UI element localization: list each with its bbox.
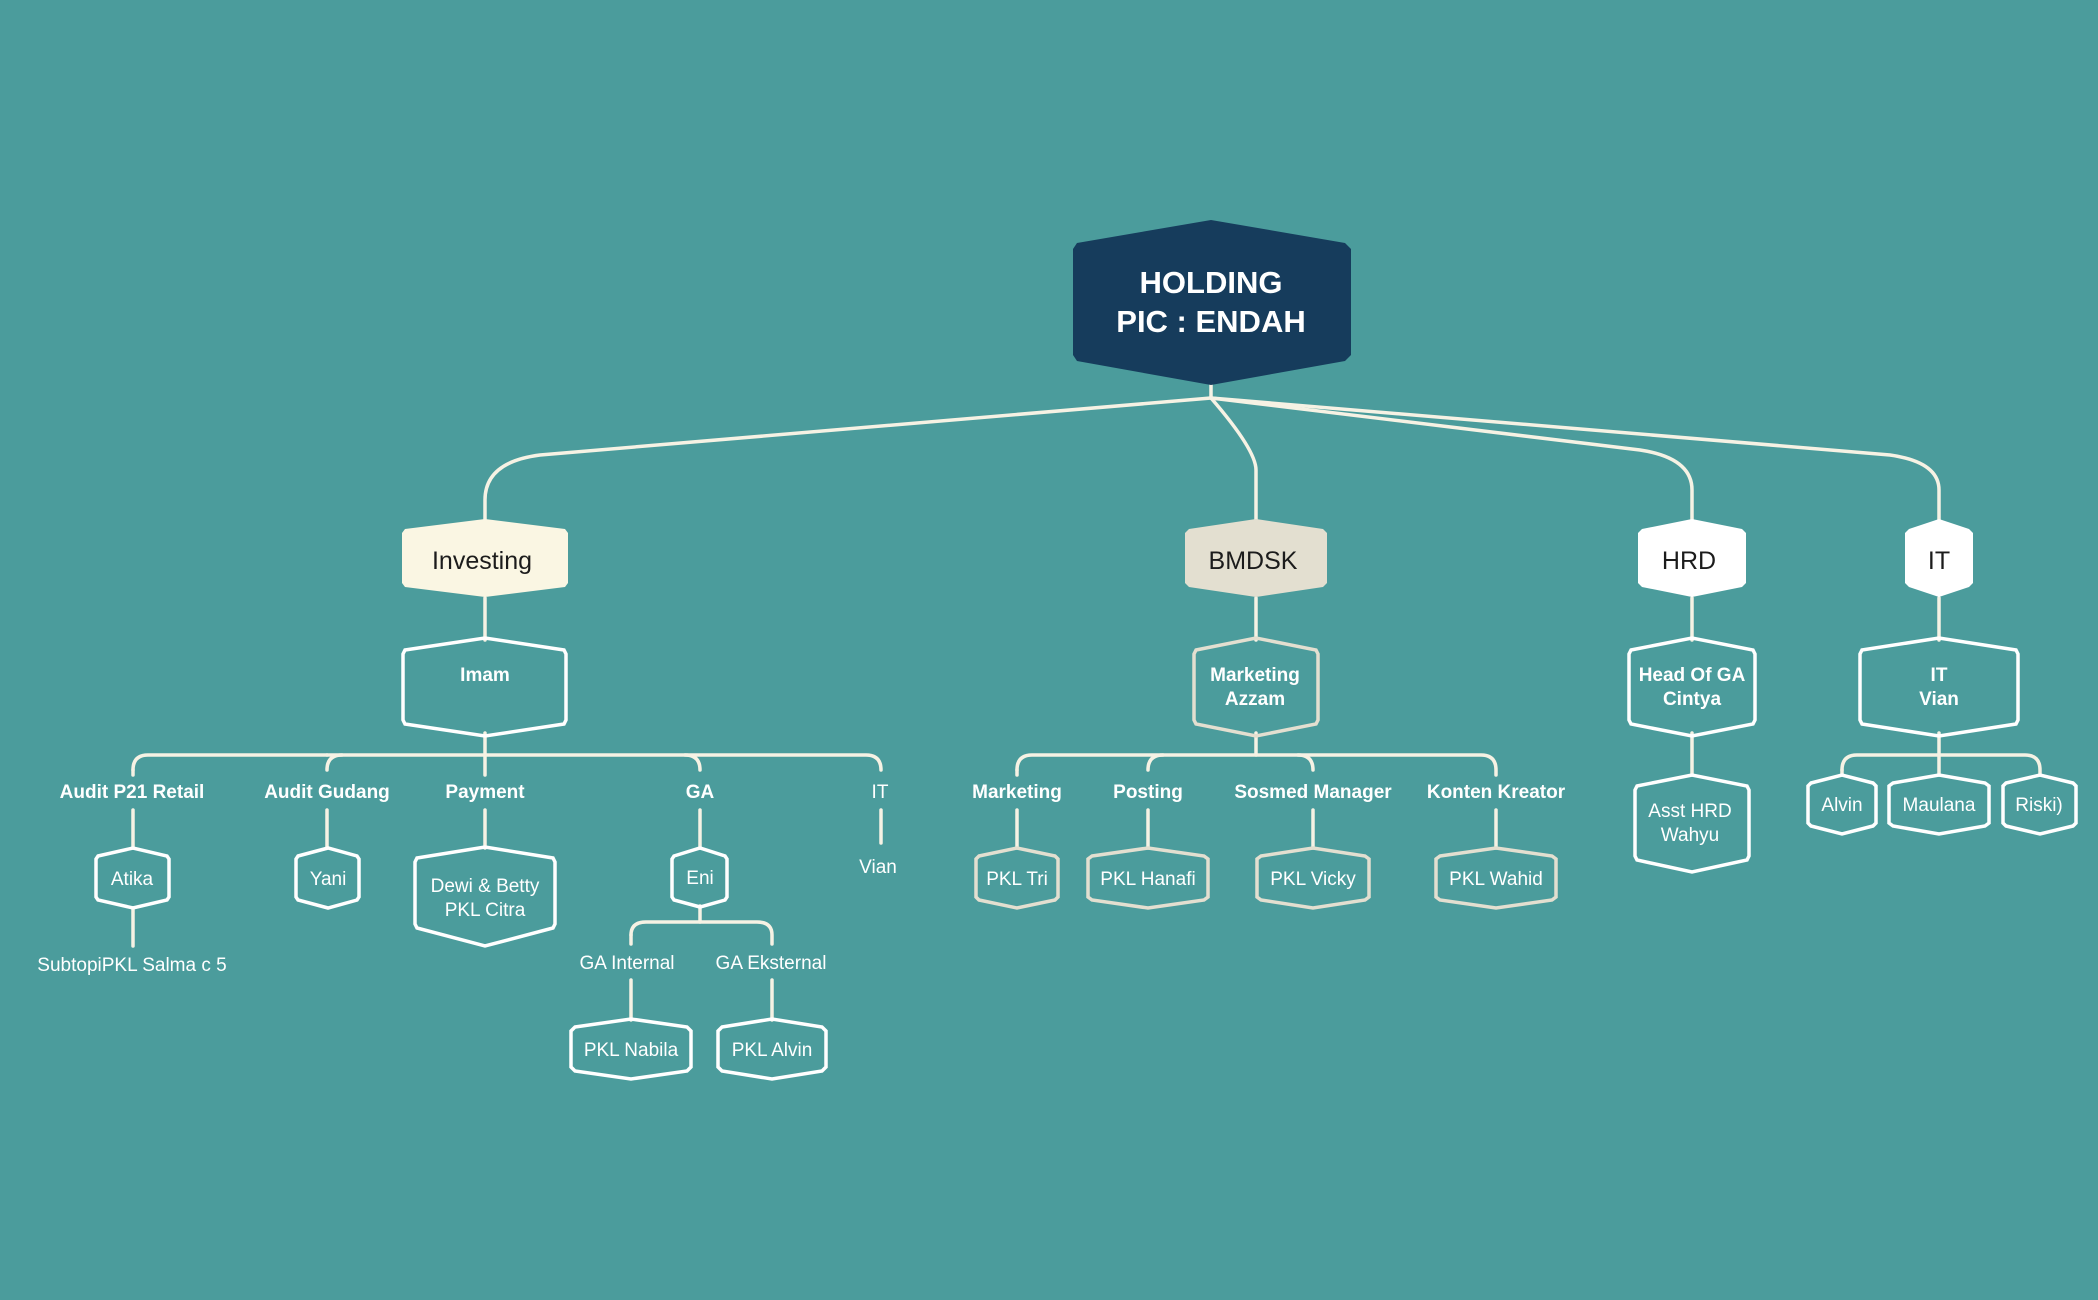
- node-alvin[interactable]: Alvin: [1806, 773, 1878, 836]
- pkl-nabila-label: PKL Nabila: [584, 1040, 679, 1061]
- node-pkl-hanafi[interactable]: PKL Hanafi: [1086, 846, 1210, 910]
- node-pkl-tri[interactable]: PKL Tri: [974, 846, 1060, 910]
- label-sosmed-manager[interactable]: Sosmed Manager: [1234, 782, 1392, 803]
- pkl-wahid-label: PKL Wahid: [1449, 869, 1543, 890]
- node-marketing-azzam[interactable]: Marketing Azzam: [1192, 636, 1320, 738]
- pkl-alvin-label: PKL Alvin: [732, 1040, 813, 1061]
- marketing-azzam-line1: Marketing: [1210, 665, 1300, 686]
- label-marketing[interactable]: Marketing: [972, 782, 1062, 803]
- node-pkl-wahid[interactable]: PKL Wahid: [1434, 846, 1558, 910]
- riski-label: Riski): [2015, 795, 2063, 816]
- node-pkl-vicky[interactable]: PKL Vicky: [1255, 846, 1371, 910]
- alvin-label: Alvin: [1821, 795, 1862, 816]
- node-eni[interactable]: Eni: [670, 846, 729, 909]
- branch-bmdsk[interactable]: BMDSK: [1185, 519, 1327, 597]
- branch-it[interactable]: IT: [1905, 519, 1973, 597]
- asst-hrd-line2: Wahyu: [1661, 825, 1719, 846]
- branch-it-label: IT: [1928, 547, 1950, 575]
- label-audit-gudang[interactable]: Audit Gudang: [264, 782, 390, 803]
- asst-hrd-line1: Asst HRD: [1648, 801, 1731, 822]
- node-it-vian[interactable]: IT Vian: [1858, 636, 2020, 738]
- node-riski[interactable]: Riski): [2001, 773, 2078, 836]
- branch-hrd[interactable]: HRD: [1638, 519, 1746, 597]
- node-maulana[interactable]: Maulana: [1887, 773, 1991, 836]
- pkl-tri-label: PKL Tri: [986, 869, 1048, 890]
- dewi-betty-line1: Dewi & Betty: [431, 876, 540, 897]
- it-vian-line2: Vian: [1919, 689, 1959, 710]
- label-subtopic-salma[interactable]: SubtopiPKL Salma c 5: [37, 955, 226, 976]
- root-pic: PIC : ENDAH: [1116, 304, 1305, 339]
- maulana-label: Maulana: [1903, 795, 1976, 816]
- head-of-ga-line1: Head Of GA: [1639, 665, 1746, 686]
- branch-bmdsk-label: BMDSK: [1209, 547, 1298, 575]
- branch-hrd-label: HRD: [1662, 547, 1716, 575]
- node-pkl-nabila[interactable]: PKL Nabila: [569, 1017, 693, 1081]
- marketing-azzam-line2: Azzam: [1225, 689, 1285, 710]
- root-node[interactable]: HOLDING PIC : ENDAH: [1073, 220, 1351, 385]
- label-konten-kreator[interactable]: Konten Kreator: [1427, 782, 1566, 803]
- label-ga-eksternal[interactable]: GA Eksternal: [716, 953, 827, 974]
- label-ga-internal[interactable]: GA Internal: [579, 953, 674, 974]
- imam-label: Imam: [460, 665, 510, 686]
- pkl-vicky-label: PKL Vicky: [1270, 869, 1356, 890]
- head-of-ga-line2: Cintya: [1663, 689, 1722, 710]
- eni-label: Eni: [686, 868, 713, 889]
- label-vian[interactable]: Vian: [859, 857, 897, 878]
- dewi-betty-line2: PKL Citra: [445, 900, 526, 921]
- node-imam[interactable]: Imam: [401, 636, 568, 738]
- label-ga[interactable]: GA: [686, 782, 715, 803]
- branch-investing[interactable]: Investing: [402, 519, 568, 597]
- pkl-hanafi-label: PKL Hanafi: [1100, 869, 1195, 890]
- node-asst-hrd[interactable]: Asst HRD Wahyu: [1633, 773, 1751, 874]
- label-audit-p21-retail[interactable]: Audit P21 Retail: [60, 782, 205, 803]
- connectors: [131, 383, 2042, 1022]
- node-pkl-alvin[interactable]: PKL Alvin: [716, 1017, 828, 1081]
- root-title: HOLDING: [1140, 265, 1283, 300]
- node-head-of-ga[interactable]: Head Of GA Cintya: [1627, 636, 1757, 738]
- node-atika[interactable]: Atika: [94, 846, 171, 910]
- node-dewi-betty[interactable]: Dewi & Betty PKL Citra: [413, 845, 557, 948]
- yani-label: Yani: [310, 869, 347, 890]
- label-investing-it[interactable]: IT: [872, 782, 889, 803]
- it-vian-line1: IT: [1931, 665, 1948, 686]
- branch-investing-label: Investing: [432, 547, 532, 575]
- atika-label: Atika: [111, 869, 154, 890]
- label-posting[interactable]: Posting: [1113, 782, 1183, 803]
- node-yani[interactable]: Yani: [294, 846, 361, 910]
- label-payment[interactable]: Payment: [445, 782, 525, 803]
